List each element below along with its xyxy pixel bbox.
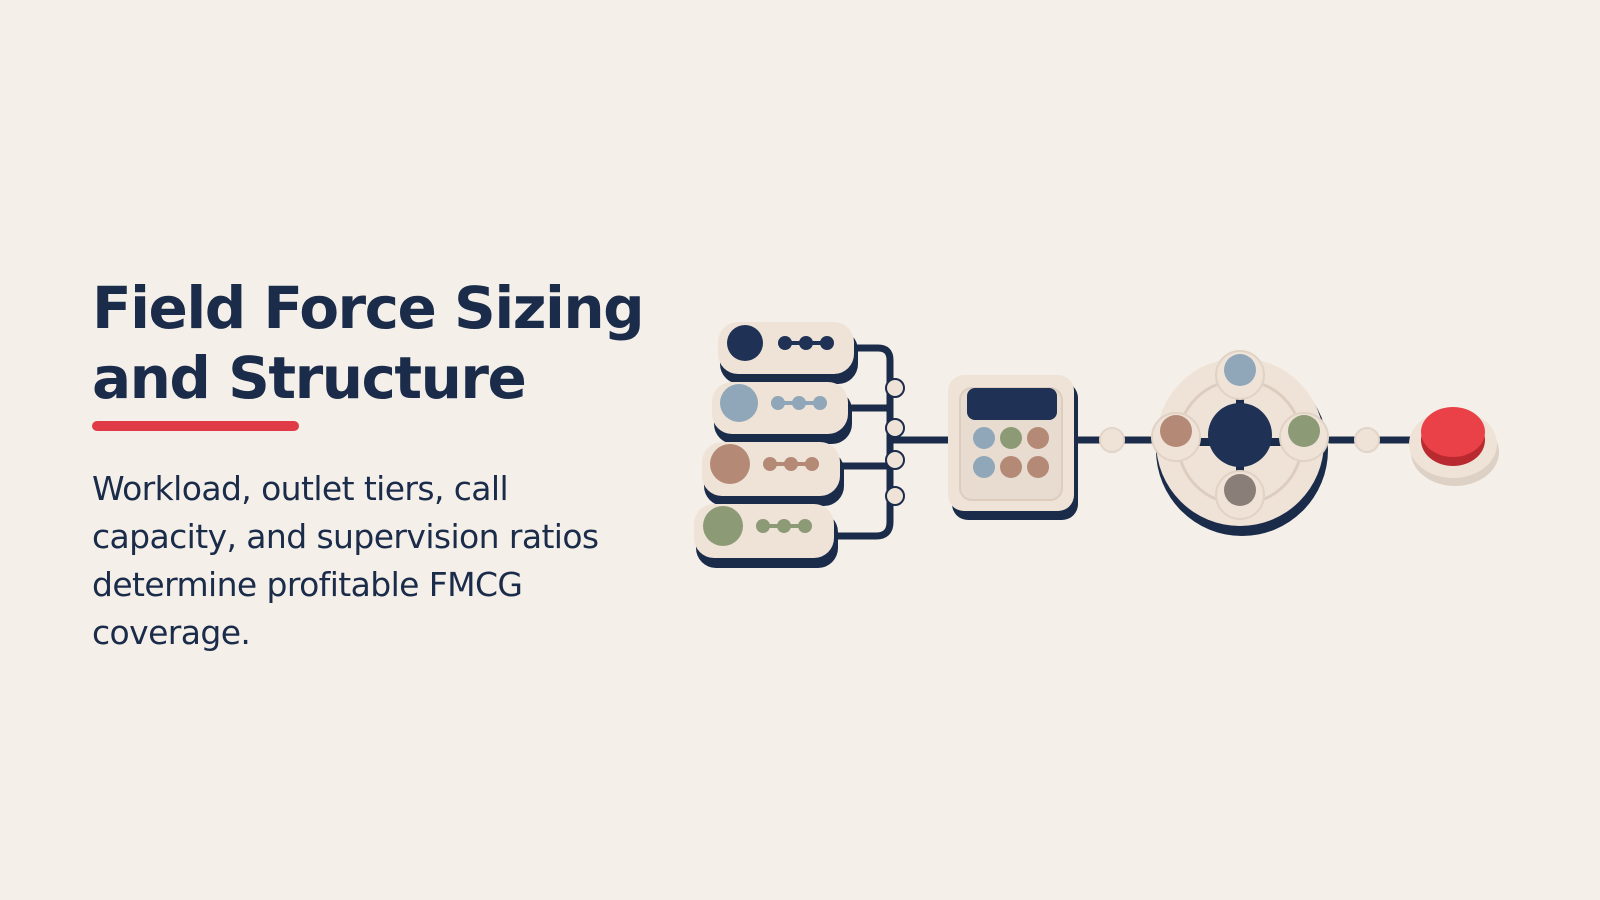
title-line-1: Field Force Sizing xyxy=(92,274,645,342)
link-dot-2 xyxy=(1354,427,1380,453)
title-accent-underline xyxy=(92,421,299,431)
link-dot-1 xyxy=(1099,427,1125,453)
page-title: Field Force Sizing and Structure xyxy=(92,273,652,413)
input-tile-brown xyxy=(702,442,844,506)
calculator-icon xyxy=(948,375,1078,520)
subtitle: Workload, outlet tiers, call capacity, a… xyxy=(92,469,599,652)
title-line-2: and Structure xyxy=(92,344,527,412)
hub-network-icon xyxy=(1151,350,1329,536)
connector-dots xyxy=(885,378,905,506)
process-diagram xyxy=(694,322,1499,568)
input-tile-olive xyxy=(694,504,838,568)
input-tiles-icon xyxy=(694,322,858,568)
input-tile-blue-grey xyxy=(712,382,852,444)
input-tile-navy xyxy=(718,322,858,384)
red-button-icon xyxy=(1409,407,1499,486)
